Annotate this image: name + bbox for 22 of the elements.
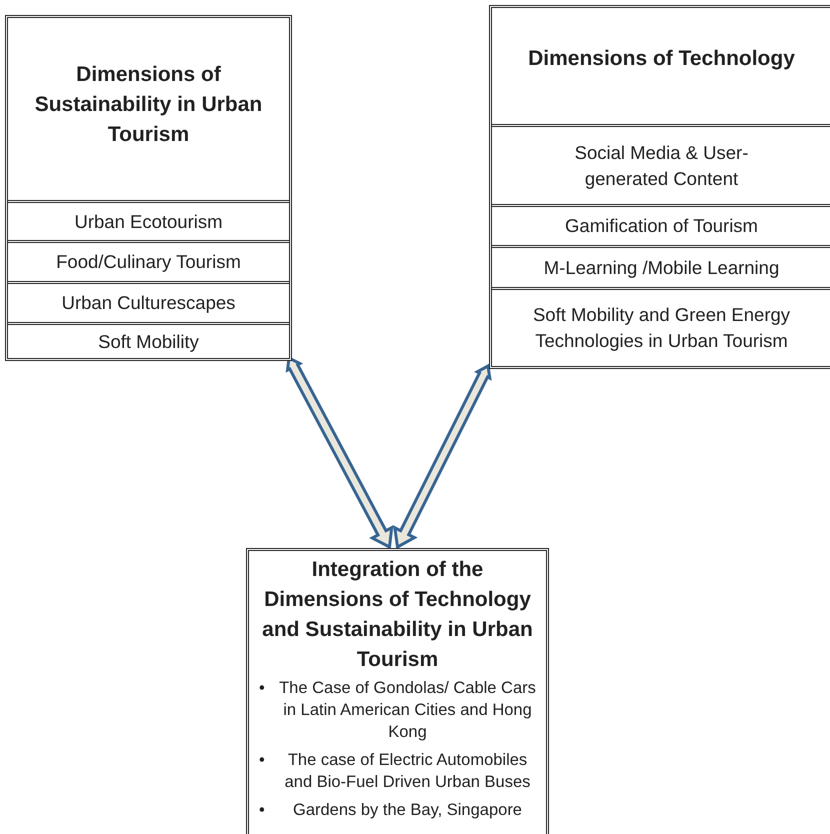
- block-arrow: [286, 356, 394, 548]
- block-arrow: [392, 364, 492, 548]
- row-label: Soft Mobility: [97, 330, 200, 354]
- table-box: [5, 15, 292, 361]
- bullet-item: Gardens by the Bay, Singapore: [292, 801, 522, 819]
- bullet-point: •: [259, 750, 265, 771]
- row-label: Food/Culinary Tourism: [55, 250, 242, 274]
- row-label: Soft Mobility and Green Energy Technologies in Urban Tourism: [532, 303, 792, 353]
- table-box: [489, 5, 830, 369]
- heading: Integration of the Dimensions of Technology and Sustainability in Urban Tourism: [261, 557, 534, 673]
- bullet-item: The case of Electric Automobiles and Bio-Fuel Driven Urban Buses: [284, 751, 530, 791]
- row-label: Gamification of Tourism: [564, 214, 759, 238]
- table-box: [246, 548, 549, 834]
- row-label: Urban Ecotourism: [73, 210, 224, 234]
- bullet-point: •: [259, 678, 265, 699]
- heading: Dimensions of Technology: [527, 46, 796, 72]
- row-label: Urban Culturescapes: [60, 291, 236, 315]
- bullet-point: •: [259, 800, 265, 821]
- row-label: M-Learning /Mobile Learning: [542, 256, 780, 280]
- bullet-item: The Case of Gondolas/ Cable Cars in Latin American Cities and Hong Kong: [279, 679, 536, 741]
- heading: Dimensions of Sustainability in Urban Tourism: [34, 62, 264, 148]
- row-label: Social Media & User-generated Content: [574, 140, 750, 191]
